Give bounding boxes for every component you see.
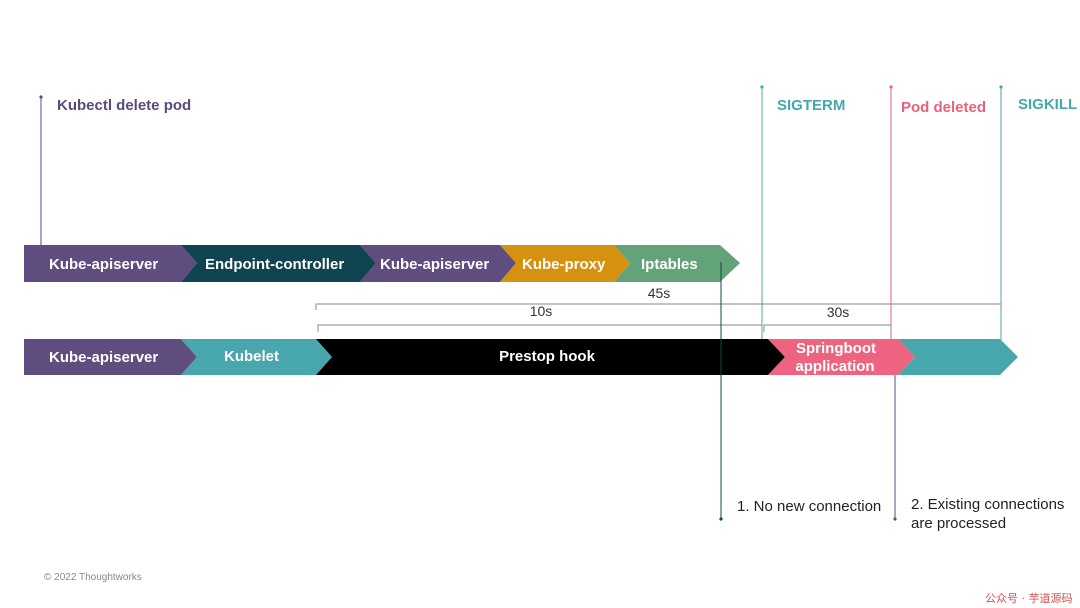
row2-prestop-hook-segment: [316, 339, 785, 375]
grace-duration-label: 30s: [827, 304, 850, 320]
note2-text-line1: 2. Existing connections: [911, 496, 1064, 513]
total-duration-brace: [315, 303, 1002, 310]
note2-pointer-dot: [893, 517, 897, 521]
row1-kube-apiserver2-segment: [360, 245, 516, 282]
row2-kube-apiserver-segment: [24, 339, 197, 375]
row1-endpoint-controller-label: Endpoint-controller: [205, 256, 344, 273]
kubectl-event-label: Kubectl delete pod: [57, 97, 191, 114]
grace-duration-brace: [763, 324, 892, 332]
pod-shutdown-chain: Kube-apiserver Kubelet Prestop hook Spri…: [24, 339, 1018, 375]
note1-pointer-dot: [719, 517, 723, 521]
note2-text-line2: are processed: [911, 515, 1006, 532]
row2-springboot-label-line1: Springboot: [796, 340, 876, 357]
row1-iptables-segment: [614, 245, 740, 282]
row2-kubelet-label: Kubelet: [224, 348, 279, 365]
row1-kube-proxy-label: Kube-proxy: [522, 256, 606, 273]
kubectl-marker-dot: [39, 95, 43, 99]
note-pointers: [719, 262, 897, 521]
sigterm-marker-dot: [760, 85, 764, 89]
event-markers: [39, 85, 1003, 340]
row1-kube-apiserver-segment: [24, 245, 197, 282]
pod-deleted-marker-dot: [889, 85, 893, 89]
pod-deleted-event-label: Pod deleted: [901, 99, 986, 116]
row1-endpoint-controller-segment: [181, 245, 376, 282]
row2-kubelet-segment: [181, 339, 332, 375]
endpoint-removal-chain: Kube-apiserver Endpoint-controller Kube-…: [24, 245, 740, 282]
row2-springboot-segment: [768, 339, 915, 375]
copyright-notice: © 2022 Thoughtworks: [44, 572, 142, 583]
sigkill-marker-dot: [999, 85, 1003, 89]
note1-text: 1. No new connection: [737, 498, 881, 515]
row1-kube-apiserver2-label: Kube-apiserver: [380, 256, 489, 273]
row2-prestop-hook-label: Prestop hook: [499, 348, 596, 365]
watermark: 公众号 · 芋道源码: [985, 592, 1073, 605]
sigterm-event-label: SIGTERM: [777, 97, 845, 114]
row1-kube-proxy-segment: [500, 245, 630, 282]
row2-kube-apiserver-label: Kube-apiserver: [49, 349, 158, 366]
sigkill-event-label: SIGKILL: [1018, 96, 1077, 113]
row2-springboot-label-line2: application: [795, 358, 874, 375]
prestop-duration-label: 10s: [530, 303, 553, 319]
total-duration-label: 45s: [648, 285, 671, 301]
row2-final-segment: [898, 339, 1018, 375]
row1-kube-apiserver-label: Kube-apiserver: [49, 256, 158, 273]
prestop-duration-brace: [317, 324, 763, 332]
row1-iptables-label: Iptables: [641, 256, 698, 273]
duration-braces: 45s 10s 30s: [315, 285, 1002, 332]
